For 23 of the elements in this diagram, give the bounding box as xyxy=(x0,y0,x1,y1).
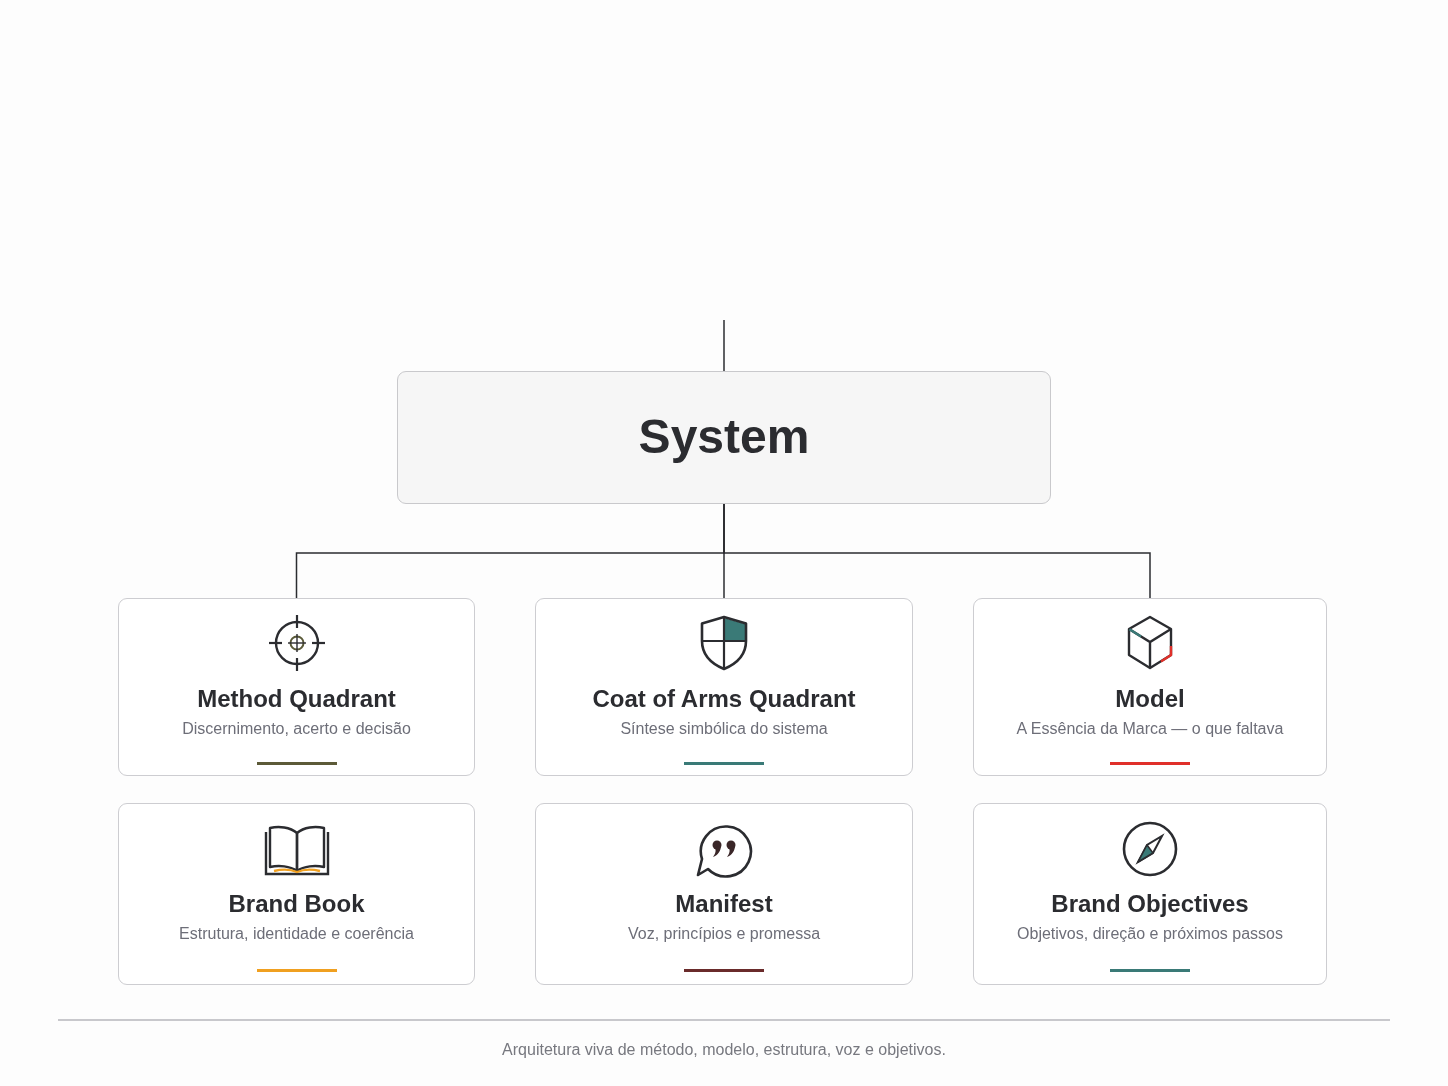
card-subtitle: Discernimento, acerto e decisão xyxy=(182,719,411,739)
system-title: System xyxy=(638,408,810,465)
card-subtitle: Objetivos, direção e próximos passos xyxy=(1017,924,1283,944)
card-subtitle: Síntese simbólica do sistema xyxy=(620,719,828,739)
caption: Arquitetura viva de método, modelo, estrutura, voz e objetivos. xyxy=(502,1040,946,1060)
card-subtitle: A Essência da Marca — o que faltava xyxy=(1016,719,1284,739)
category-card xyxy=(535,803,913,985)
card-title: Coat of Arms Quadrant xyxy=(592,685,856,713)
category-card xyxy=(973,598,1327,776)
card-title: Brand Book xyxy=(228,890,365,918)
card-subtitle: Estrutura, identidade e coerência xyxy=(179,924,414,944)
category-card xyxy=(118,803,475,985)
category-card xyxy=(118,598,475,776)
card-title: Brand Objectives xyxy=(1051,890,1249,918)
system-box xyxy=(397,371,1051,504)
card-title: Model xyxy=(1115,685,1185,713)
connector-line xyxy=(723,319,725,372)
category-card xyxy=(535,598,913,776)
card-title: Method Quadrant xyxy=(197,685,396,713)
card-subtitle: Voz, princípios e promessa xyxy=(627,924,821,944)
category-card xyxy=(973,803,1327,985)
card-title: Manifest xyxy=(675,890,773,918)
connector-line xyxy=(723,503,1151,599)
